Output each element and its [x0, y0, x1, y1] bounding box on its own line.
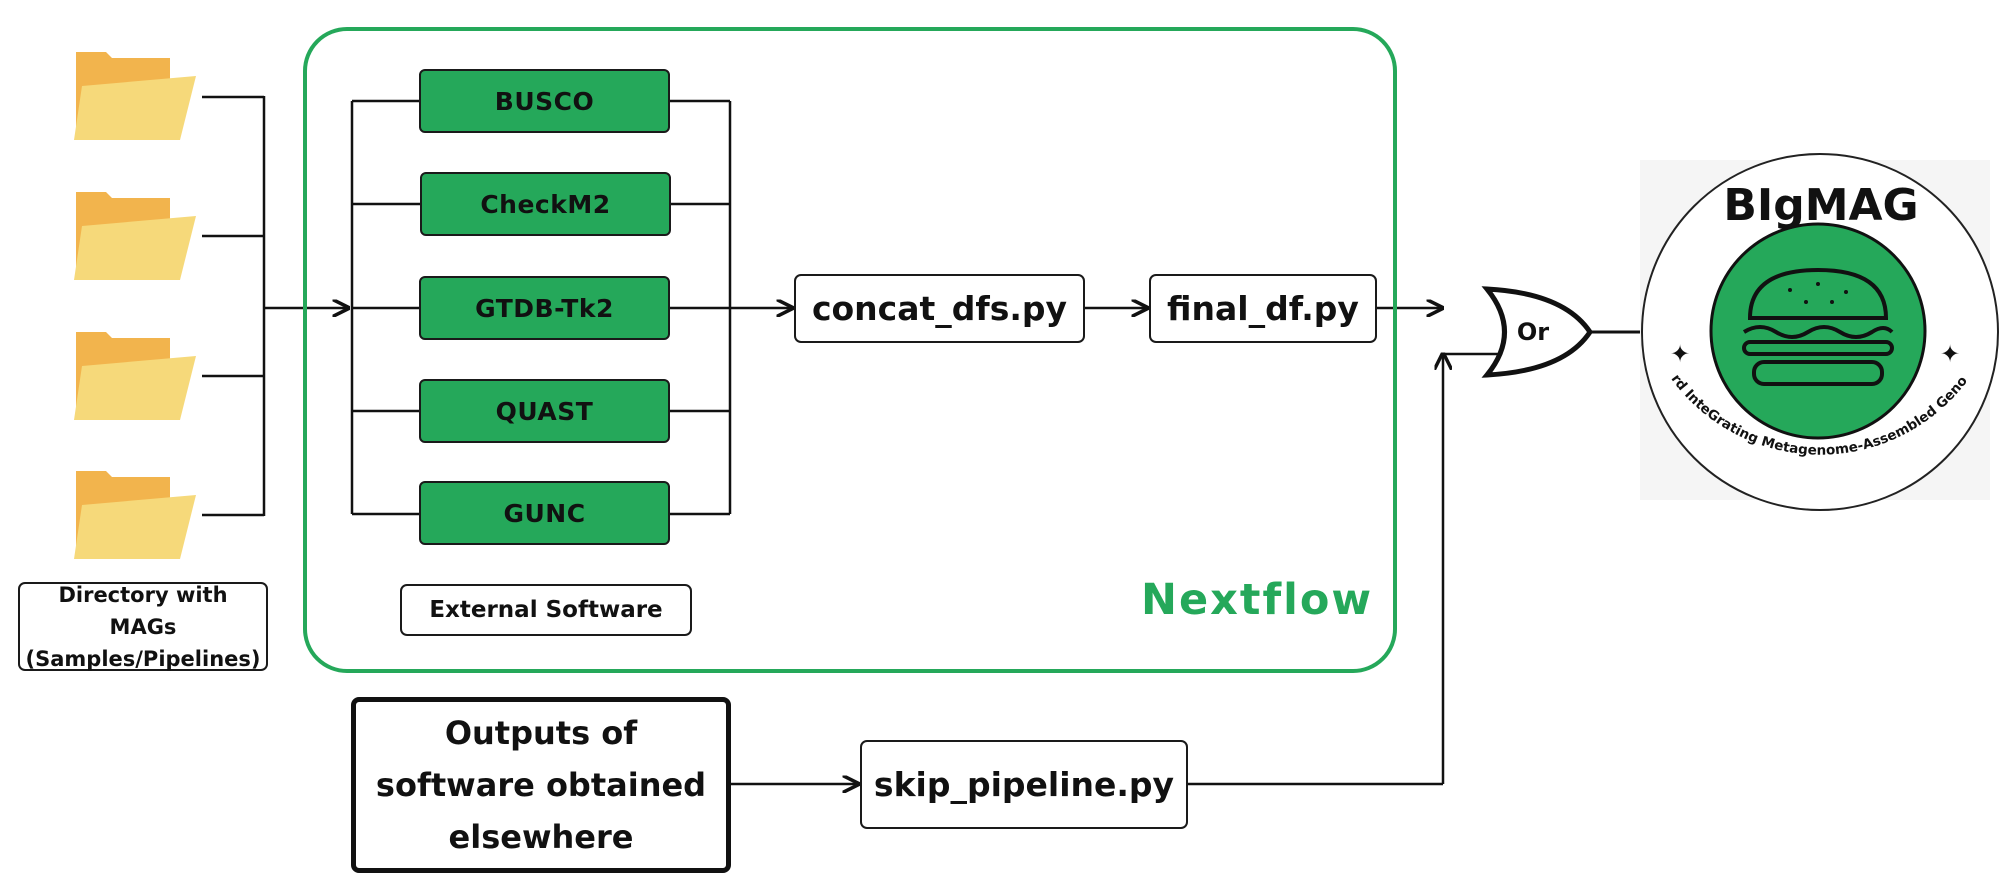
mags-directory-label: Directory with MAGs (Samples/Pipelines) [18, 582, 268, 671]
folder-icon-3 [74, 332, 196, 420]
tool-gtdbtk2: GTDB-Tk2 [419, 276, 670, 340]
folder-icon-1 [74, 52, 196, 140]
tool-checkm2: CheckM2 [420, 172, 671, 236]
folder-icon-2 [74, 192, 196, 280]
final-df-script: final_df.py [1149, 274, 1377, 343]
folder-icon-4 [74, 471, 196, 559]
folder-connectors [202, 95, 348, 517]
external-outputs-box: Outputs of software obtained elsewhere [351, 697, 731, 873]
tool-gunc: GUNC [419, 481, 670, 545]
nextflow-title: Nextflow [1141, 575, 1374, 625]
external-software-label: External Software [400, 584, 692, 636]
concat-dfs-script: concat_dfs.py [794, 274, 1085, 343]
tool-quast: QUAST [419, 379, 670, 443]
nextflow-frame [303, 27, 1397, 673]
burger-icon [1742, 267, 1894, 386]
sparkle-right-icon: ✦ [1940, 340, 1960, 368]
tool-busco: BUSCO [419, 69, 670, 133]
skip-pipeline-script: skip_pipeline.py [860, 740, 1188, 829]
tool-connectors [350, 99, 1442, 516]
or-gate-label: Or [1516, 318, 1550, 346]
or-gate-shape [1481, 286, 1594, 378]
alternate-connectors [731, 354, 1500, 784]
sparkle-left-icon: ✦ [1670, 340, 1690, 368]
logo-title: BIgMAG [1723, 180, 1918, 231]
